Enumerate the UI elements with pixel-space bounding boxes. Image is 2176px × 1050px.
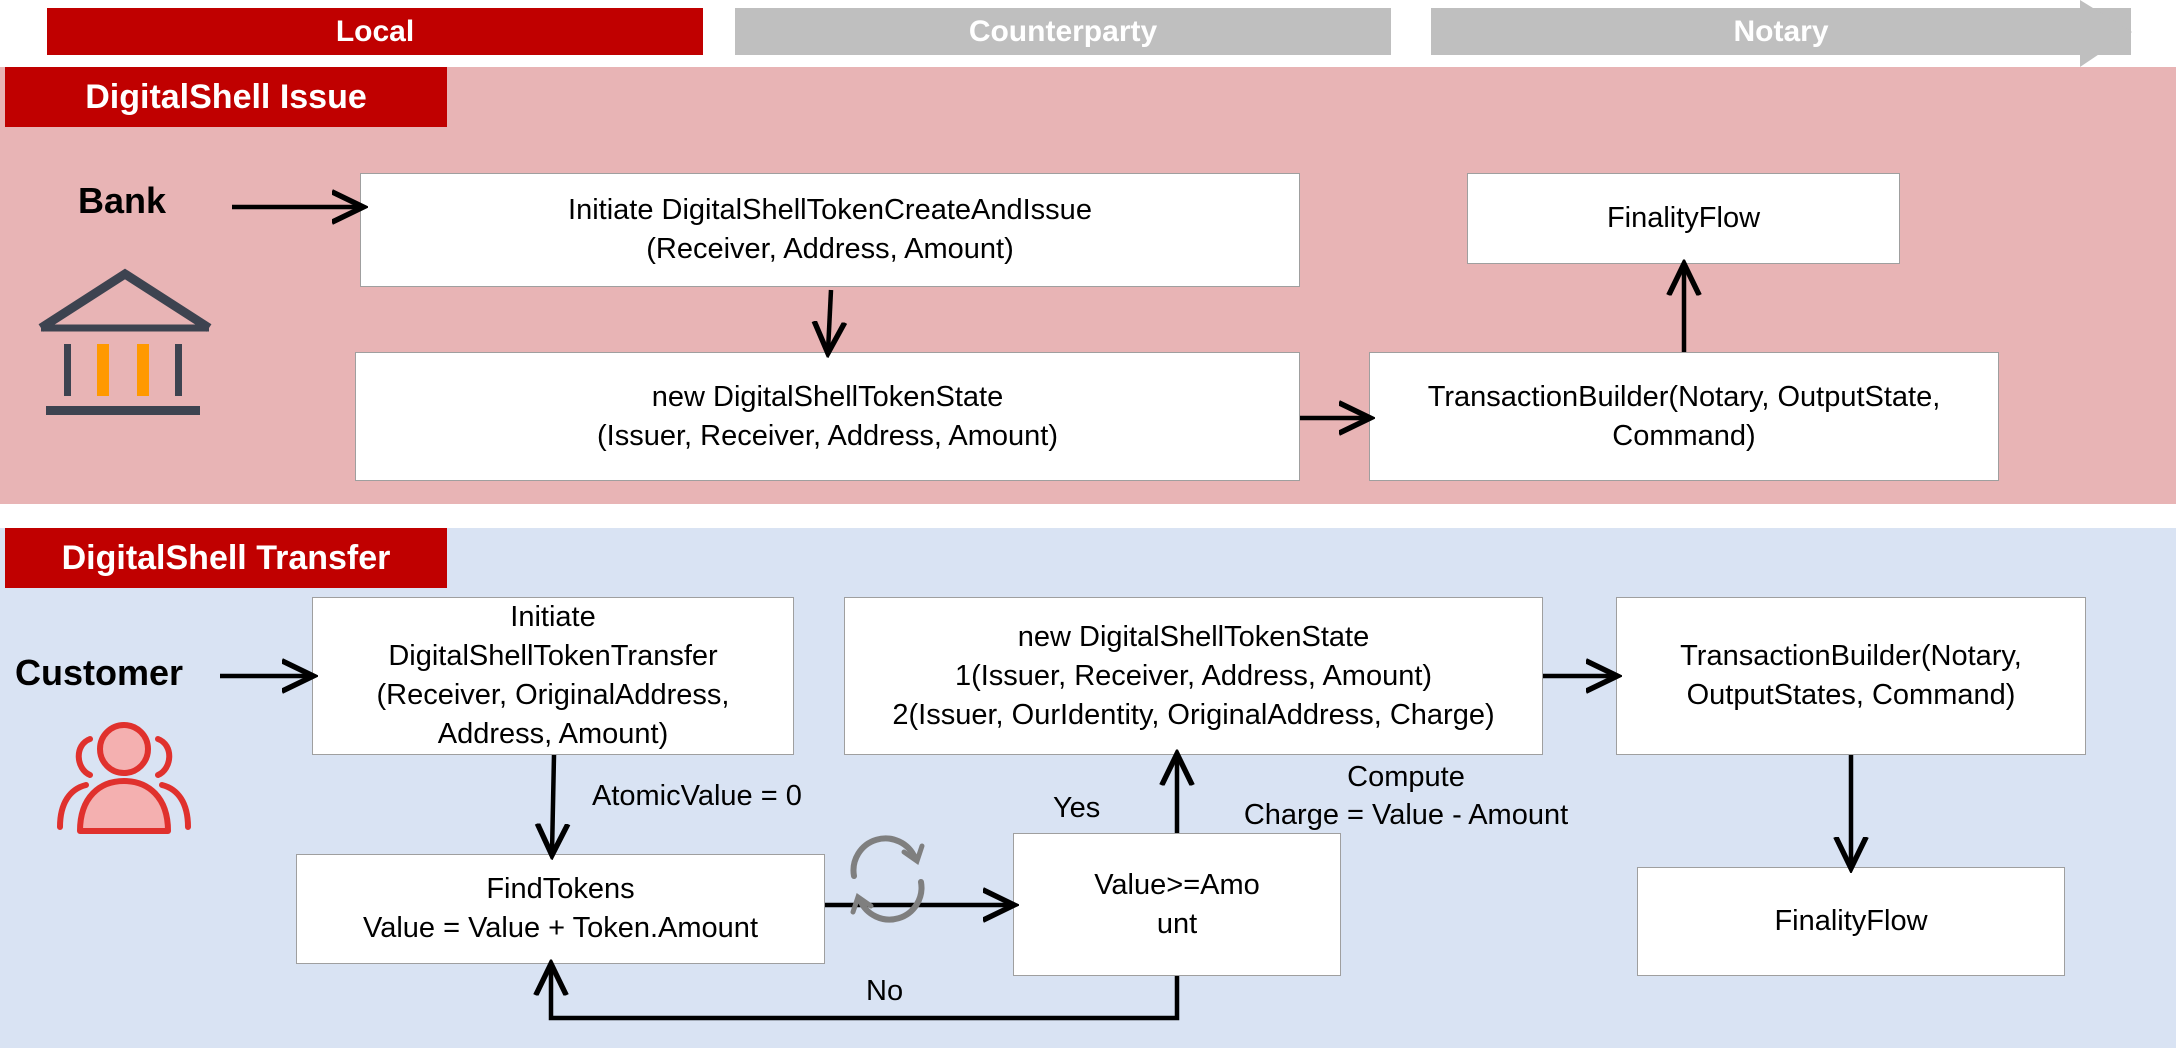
compute-label: Compute Charge = Value - Amount — [1223, 758, 1589, 834]
transfer-new-state-line2: 1(Issuer, Receiver, Address, Amount) — [954, 659, 1433, 692]
transfer-initiate-line3: (Receiver, OriginalAddress, — [376, 679, 730, 711]
atomic-value-label: AtomicValue = 0 — [592, 780, 802, 812]
condition-box: Value>=Amo unt — [1013, 833, 1341, 976]
transfer-tx-builder-line1: TransactionBuilder(Notary, — [1680, 640, 2022, 672]
loop-icon — [850, 835, 925, 923]
transfer-title-text: DigitalShell Transfer — [61, 538, 391, 577]
issue-section-title: DigitalShell Issue — [5, 67, 447, 127]
transfer-section-title: DigitalShell Transfer — [5, 528, 447, 588]
transfer-new-state-line3: 2(Issuer, OurIdentity, OriginalAddress, … — [892, 698, 1495, 731]
find-tokens-box: FindTokens Value = Value + Token.Amount — [296, 854, 825, 964]
yes-label: Yes — [1053, 792, 1101, 824]
issue-new-state-box: new DigitalShellTokenState (Issuer, Rece… — [355, 352, 1300, 481]
lane-notary: Notary — [1431, 8, 2131, 55]
find-tokens-line1: FindTokens — [486, 873, 635, 905]
issue-new-state-line2: (Issuer, Receiver, Address, Amount) — [597, 419, 1058, 452]
issue-finality-box: FinalityFlow — [1467, 173, 1900, 264]
transfer-initiate-box: Initiate DigitalShellTokenTransfer (Rece… — [312, 597, 794, 755]
lane-notary-label: Notary — [1733, 14, 1829, 48]
transfer-finality-label: FinalityFlow — [1774, 905, 1928, 937]
issue-initiate-box: Initiate DigitalShellTokenCreateAndIssue… — [360, 173, 1300, 287]
transfer-tx-builder-box: TransactionBuilder(Notary, OutputStates,… — [1616, 597, 2086, 755]
customer-actor-label: Customer — [15, 652, 184, 693]
find-tokens-line2: Value = Value + Token.Amount — [363, 912, 758, 944]
compute-line2: Charge = Value - Amount — [1243, 799, 1569, 831]
users-icon — [57, 722, 191, 834]
transfer-initiate-line4: Address, Amount) — [437, 718, 669, 750]
bank-icon — [38, 268, 212, 415]
issue-tx-builder-line1: TransactionBuilder(Notary, OutputState, — [1427, 380, 1941, 413]
issue-tx-builder-box: TransactionBuilder(Notary, OutputState, … — [1369, 352, 1999, 481]
issue-tx-builder-line2: Command) — [1612, 419, 1756, 452]
issue-finality-label: FinalityFlow — [1606, 202, 1761, 234]
lane-local-label: Local — [335, 14, 415, 48]
transfer-new-state-line1: new DigitalShellTokenState — [1017, 620, 1370, 653]
issue-new-state-line1: new DigitalShellTokenState — [651, 380, 1004, 413]
transfer-new-state-box: new DigitalShellTokenState 1(Issuer, Rec… — [844, 597, 1543, 755]
arrow-initiate-to-find — [552, 754, 554, 853]
lane-counterparty-label: Counterparty — [968, 14, 1158, 48]
issue-initiate-line1: Initiate DigitalShellTokenCreateAndIssue — [568, 194, 1092, 226]
lane-counterparty: Counterparty — [735, 8, 1391, 55]
notary-arrow-head — [2080, 0, 2132, 67]
transfer-finality-box: FinalityFlow — [1637, 867, 2065, 976]
transfer-initiate-line1: Initiate — [510, 601, 596, 633]
issue-title-text: DigitalShell Issue — [85, 77, 367, 116]
compute-line1: Compute — [1347, 761, 1465, 793]
bank-actor-label: Bank — [78, 180, 167, 221]
transfer-tx-builder-line2: OutputStates, Command) — [1686, 679, 2016, 711]
transfer-initiate-line2: DigitalShellTokenTransfer — [388, 640, 718, 672]
condition-line2: unt — [1156, 907, 1198, 940]
issue-initiate-line2: (Receiver, Address, Amount) — [646, 233, 1014, 265]
arrow-issue-initiate-to-state — [828, 289, 831, 351]
lane-local: Local — [47, 8, 703, 55]
condition-line1: Value>=Amo — [1094, 868, 1260, 901]
no-label: No — [866, 975, 904, 1007]
arrow-condition-no-loop — [551, 966, 1180, 1021]
